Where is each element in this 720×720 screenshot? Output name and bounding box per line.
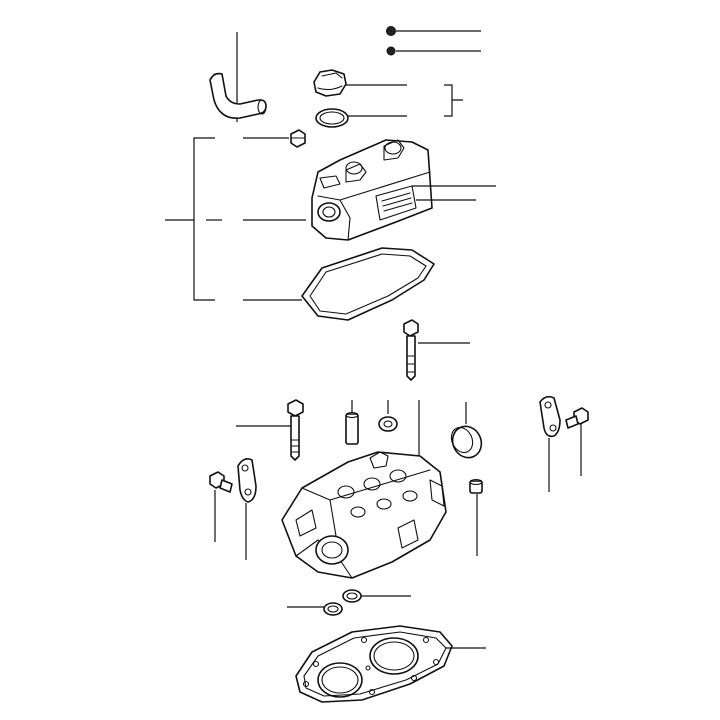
valve-guide: [345, 400, 359, 445]
injector-ring-right: [342, 589, 411, 603]
head-bolt: [236, 399, 304, 461]
rocker-cover-label: [375, 185, 496, 221]
rocker-cover-gasket: [243, 247, 435, 321]
cover-bolt: [403, 319, 470, 381]
expansion-plug: [450, 402, 483, 459]
head-stud-sleeve: [469, 478, 483, 556]
cap-o-ring: [315, 108, 407, 128]
valve-seal: [378, 400, 398, 432]
oil-filler-cap: [313, 69, 407, 97]
lifting-eye-left: [237, 458, 257, 560]
head-gasket: [295, 625, 486, 703]
cap-group-bracket: [444, 84, 463, 117]
cover-nut: [243, 129, 306, 148]
lifting-eye-bolt-left: [209, 471, 233, 542]
small-nut-2: [386, 46, 481, 56]
cover-group-bracket: [165, 137, 222, 301]
small-nut-1: [386, 26, 481, 36]
rocker-cover: [243, 139, 433, 241]
injector-ring-left: [287, 602, 343, 616]
lifting-eye-right: [539, 395, 561, 492]
breather-hose: [209, 32, 267, 122]
lifting-eye-bolt-right: [565, 407, 589, 476]
cylinder-head: [281, 451, 447, 579]
